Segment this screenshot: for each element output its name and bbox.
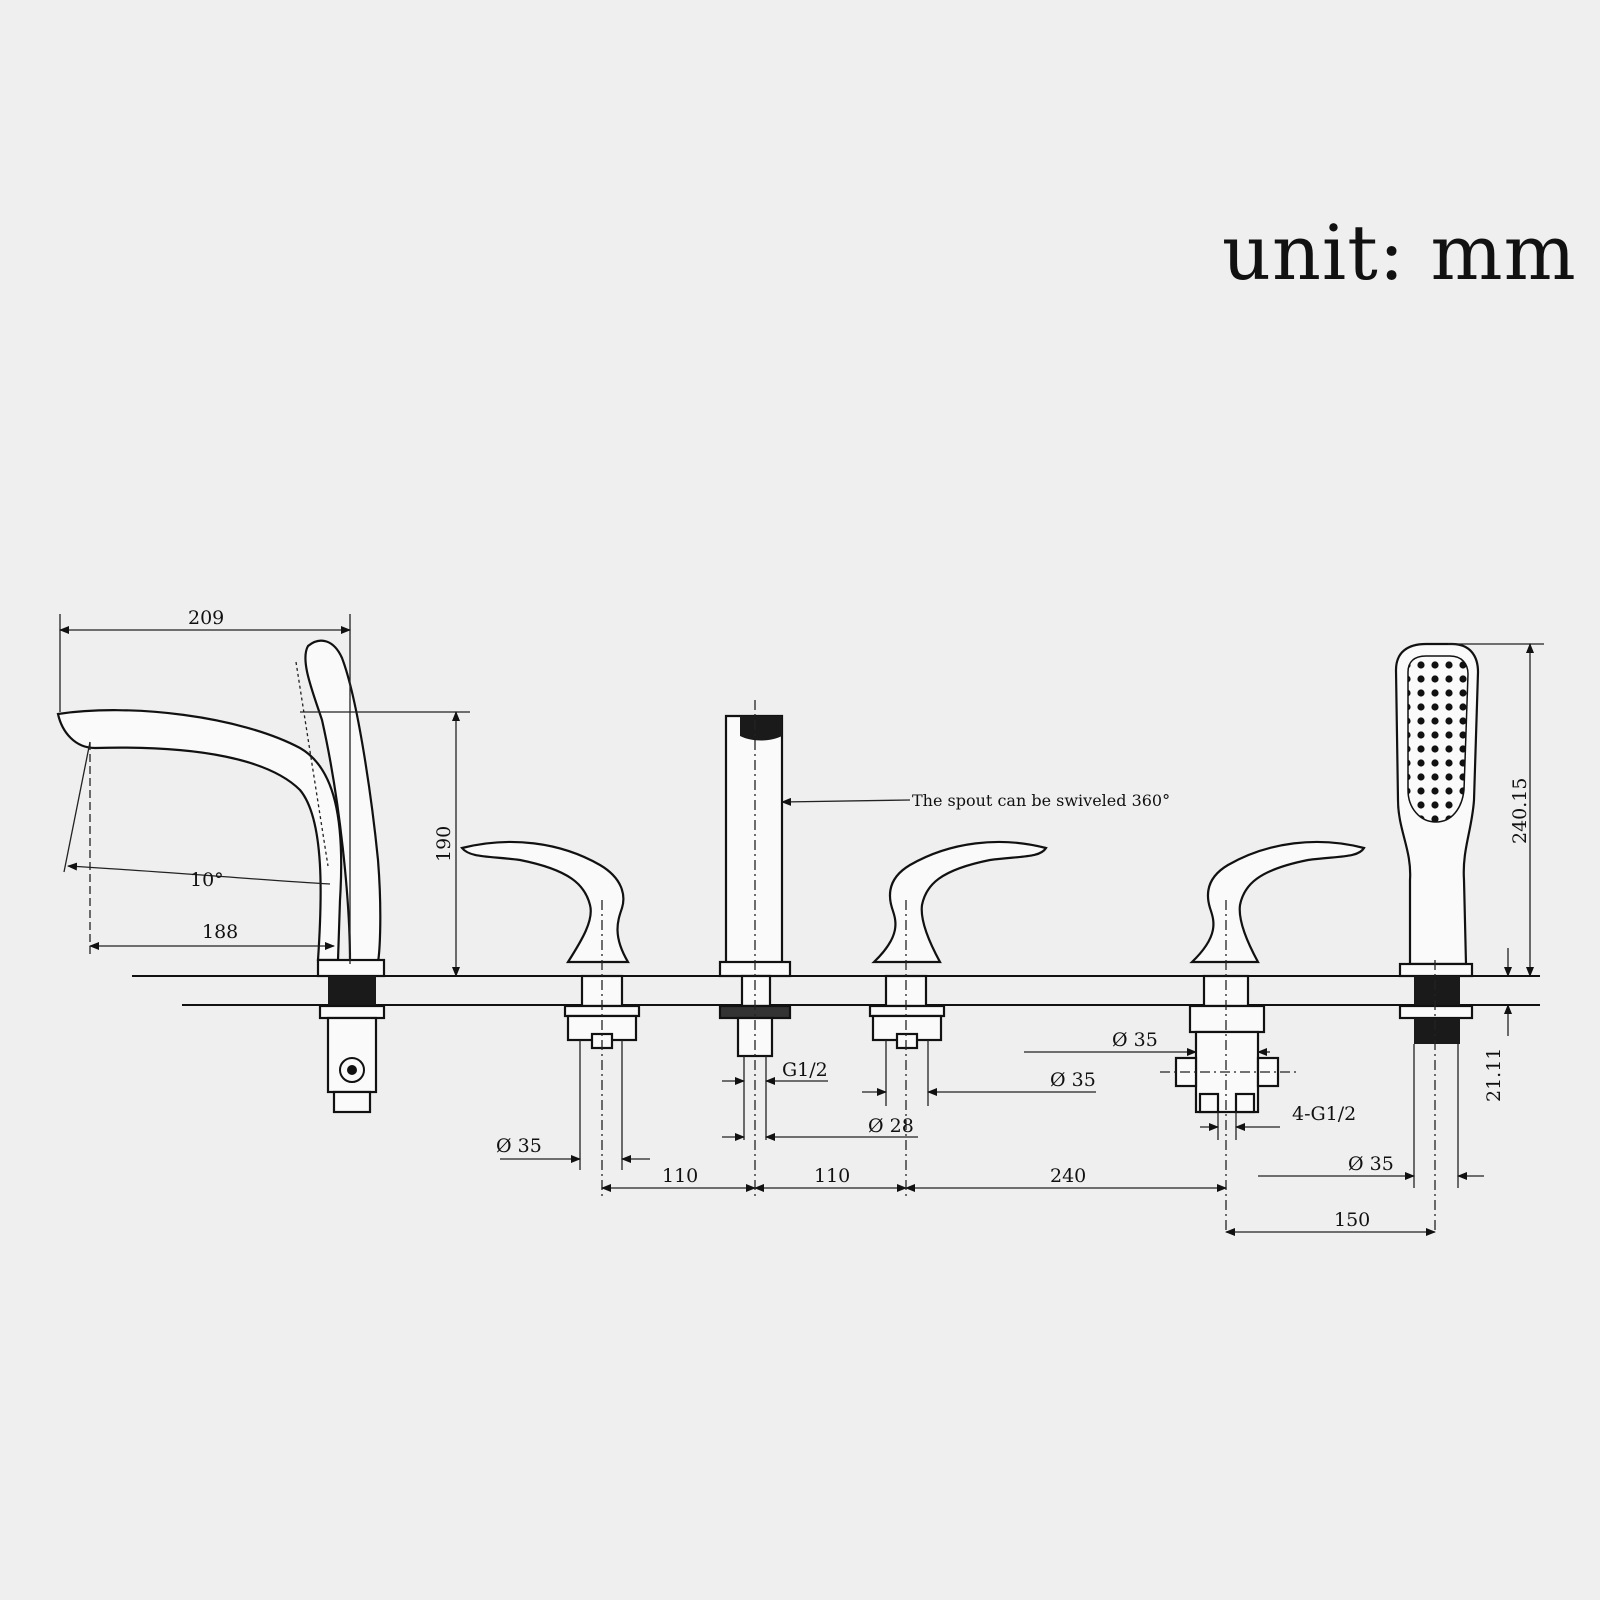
label-g12: G1/2 <box>782 1059 828 1081</box>
label-dia35-diverter: Ø 35 <box>1112 1029 1158 1051</box>
dimension-labels: 209 190 10° 188 240.15 21.11 Ø 35 G1/2 Ø… <box>188 607 1531 1231</box>
label-110-b: 110 <box>814 1165 850 1187</box>
bath-spout-assembly <box>56 639 386 1114</box>
tub-spout <box>718 714 792 1058</box>
label-190: 190 <box>433 826 455 862</box>
unit-label: unit: mm <box>1222 208 1577 297</box>
lever-valve-2 <box>868 840 1048 1050</box>
lever-valve-1 <box>460 840 641 1050</box>
label-188: 188 <box>202 921 238 943</box>
dimension-lines <box>59 614 1544 1236</box>
label-dia35-left: Ø 35 <box>496 1135 542 1157</box>
label-4-g12: 4-G1/2 <box>1292 1103 1356 1125</box>
label-150: 150 <box>1334 1209 1370 1231</box>
swivel-note: The spout can be swiveled 360° <box>912 791 1170 810</box>
label-dia35-mid: Ø 35 <box>1050 1069 1096 1091</box>
label-10deg: 10° <box>190 869 224 891</box>
hand-shower <box>1394 642 1480 1044</box>
label-209: 209 <box>188 607 224 629</box>
label-dia35-right: Ø 35 <box>1348 1153 1394 1175</box>
label-240-15: 240.15 <box>1509 778 1531 844</box>
label-dia28: Ø 28 <box>868 1115 914 1137</box>
label-110-a: 110 <box>662 1165 698 1187</box>
label-21-11: 21.11 <box>1483 1048 1505 1102</box>
label-240: 240 <box>1050 1165 1086 1187</box>
